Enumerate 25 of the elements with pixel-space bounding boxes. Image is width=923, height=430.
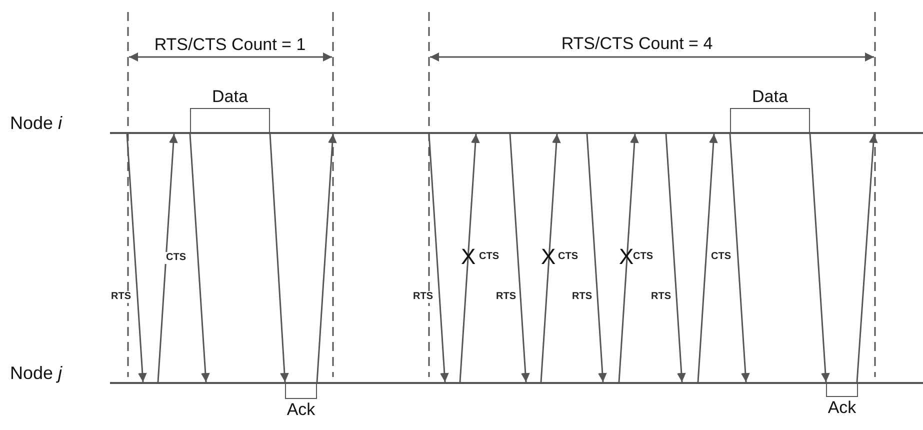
- arrow: [729, 134, 750, 382]
- arrow: [809, 134, 830, 382]
- edge-label: RTS: [412, 291, 434, 303]
- arrow: [269, 134, 289, 382]
- arrow: [459, 134, 480, 382]
- arrow: [126, 134, 147, 382]
- arrow: [428, 134, 449, 382]
- node-label: Node j: [10, 362, 64, 384]
- arrow: [189, 134, 210, 382]
- arrow: [157, 134, 178, 382]
- arrow: [586, 134, 607, 382]
- arrow: [856, 134, 878, 382]
- arrow: [665, 134, 686, 382]
- frame-label: Data: [212, 86, 248, 108]
- node-label: Node i: [10, 112, 64, 134]
- arrow: [540, 134, 561, 382]
- arrow: [509, 134, 530, 382]
- frame-label: Ack: [286, 399, 316, 421]
- arrow: [618, 134, 639, 382]
- frame-label: Data: [752, 86, 788, 108]
- frame-label: Ack: [828, 397, 856, 419]
- arrow: [316, 134, 337, 382]
- edge-label: RTS: [110, 291, 132, 303]
- edge-label: CTS: [165, 252, 187, 264]
- arrow: [697, 134, 718, 382]
